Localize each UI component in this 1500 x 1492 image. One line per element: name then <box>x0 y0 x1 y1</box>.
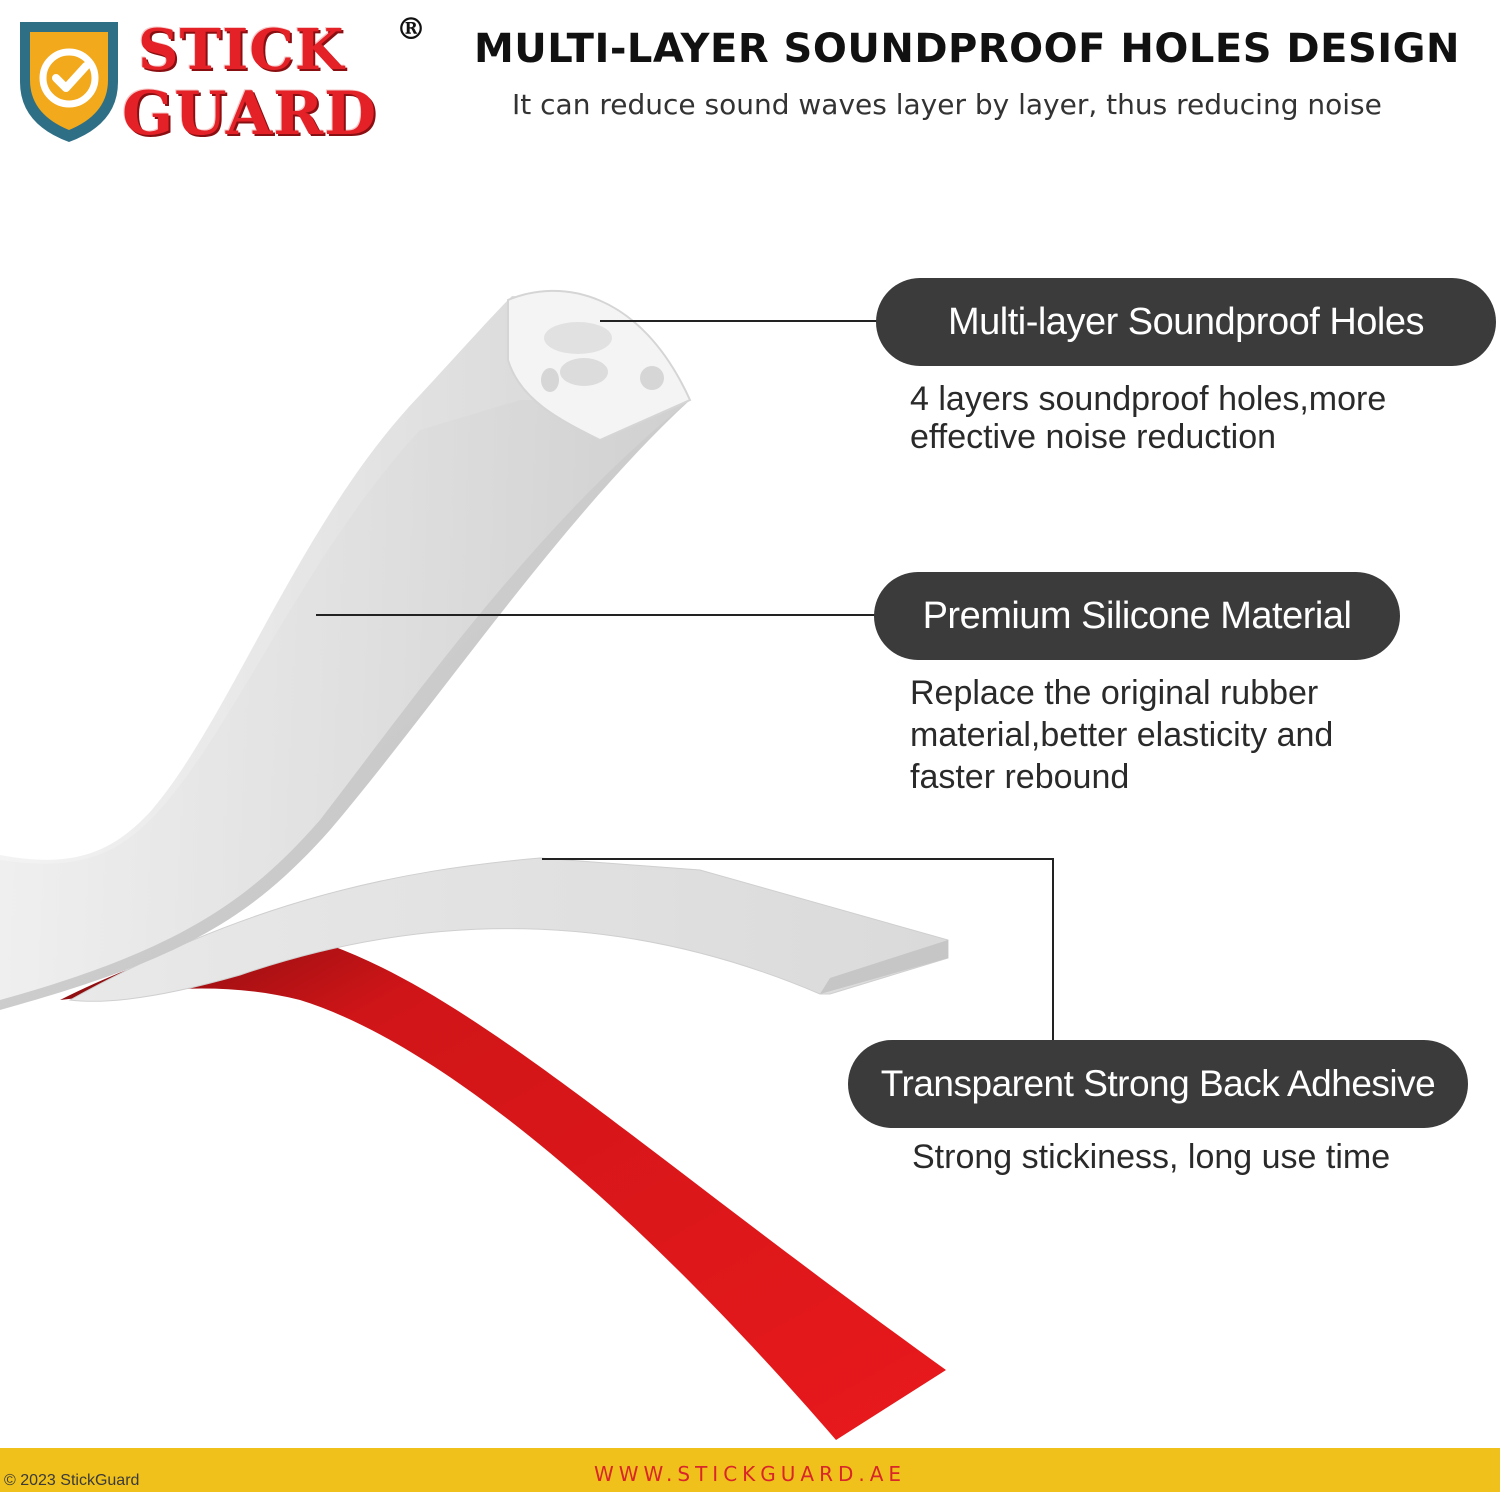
description-line: material,better elasticity and <box>910 716 1334 754</box>
leader-line-material <box>316 614 876 616</box>
adhesive-liner <box>68 857 949 1002</box>
description-line: 4 layers soundproof holes,more <box>910 380 1387 418</box>
description-line: effective noise reduction <box>910 418 1277 456</box>
description-line: Strong stickiness, long use time <box>912 1138 1391 1176</box>
callout-holes-description: 4 layers soundproof holes,more effective… <box>910 380 1386 456</box>
copyright-text: © 2023 StickGuard <box>4 1472 140 1489</box>
soundproof-hole-1 <box>544 322 612 354</box>
description-line: Replace the original rubber <box>910 674 1319 712</box>
brand-name-line-1: STICK <box>138 17 345 83</box>
soundproof-hole-4 <box>640 366 664 390</box>
website-link[interactable]: WWW.STICKGUARD.AE <box>594 1462 907 1486</box>
leader-line-adhesive-v <box>1052 858 1054 1042</box>
leader-line-holes <box>600 320 878 322</box>
callout-material-description: Replace the original rubber material,bet… <box>910 672 1333 798</box>
red-release-liner <box>60 936 946 1440</box>
silicone-strip-face <box>0 296 690 1000</box>
registered-mark: ® <box>396 12 426 47</box>
page-title: MULTI-LAYER SOUNDPROOF HOLES DESIGN <box>474 26 1460 72</box>
callout-adhesive-description: Strong stickiness, long use time <box>912 1138 1390 1176</box>
callout-adhesive-label: Transparent Strong Back Adhesive <box>848 1040 1468 1128</box>
callout-holes-label: Multi-layer Soundproof Holes <box>876 278 1496 366</box>
description-line: faster rebound <box>910 758 1130 796</box>
soundproof-hole-2 <box>560 358 608 386</box>
callout-material-label: Premium Silicone Material <box>874 572 1400 660</box>
leader-line-adhesive-h <box>542 858 1054 860</box>
brand-logo[interactable]: STICK GUARD ® <box>14 12 434 152</box>
soundproof-hole-3 <box>541 368 559 392</box>
brand-name-line-2: GUARD <box>122 79 378 149</box>
page-subtitle: It can reduce sound waves layer by layer… <box>512 88 1382 121</box>
seal-strip-illustration <box>0 289 949 1440</box>
shield-check-icon <box>20 22 118 142</box>
footer-bar: © 2023 StickGuard WWW.STICKGUARD.AE <box>0 1448 1500 1492</box>
